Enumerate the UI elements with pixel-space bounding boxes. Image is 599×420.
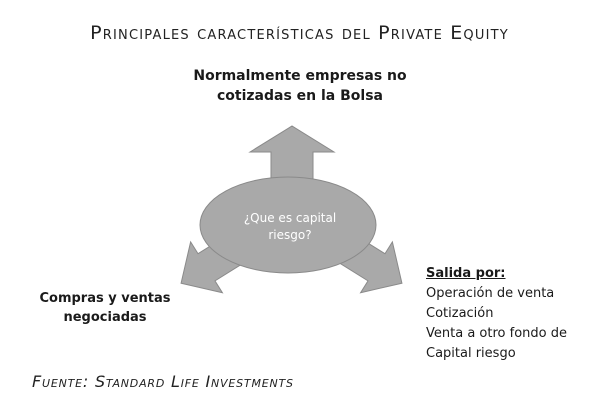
exit-item: Capital riesgo <box>426 346 516 361</box>
top-arrow-label: Normalmente empresas no cotizadas en la … <box>160 66 440 106</box>
center-question: ¿Que es capital riesgo? <box>220 210 360 244</box>
right-arrow-label: Salida por: Operación de venta Cotizació… <box>426 264 596 364</box>
exit-item: Cotización <box>426 306 494 321</box>
diagram-title: Principales características del Private … <box>90 22 509 44</box>
exit-item: Venta a otro fondo de <box>426 326 567 341</box>
exit-heading: Salida por: <box>426 266 506 281</box>
top-arrow-label-line1: Normalmente empresas no <box>193 68 407 84</box>
center-ellipse-shape <box>199 176 377 274</box>
left-arrow-label: Compras y ventas negociadas <box>15 289 195 327</box>
exit-item: Operación de venta <box>426 286 555 301</box>
center-question-line2: riesgo? <box>268 228 312 242</box>
left-arrow-label-line1: Compras y ventas <box>39 291 171 306</box>
center-question-line1: ¿Que es capital <box>243 211 337 225</box>
source-caption: Fuente: Standard Life Investments <box>32 372 294 391</box>
left-arrow-label-line2: negociadas <box>63 310 147 325</box>
top-arrow-label-line2: cotizadas en la Bolsa <box>216 88 383 104</box>
